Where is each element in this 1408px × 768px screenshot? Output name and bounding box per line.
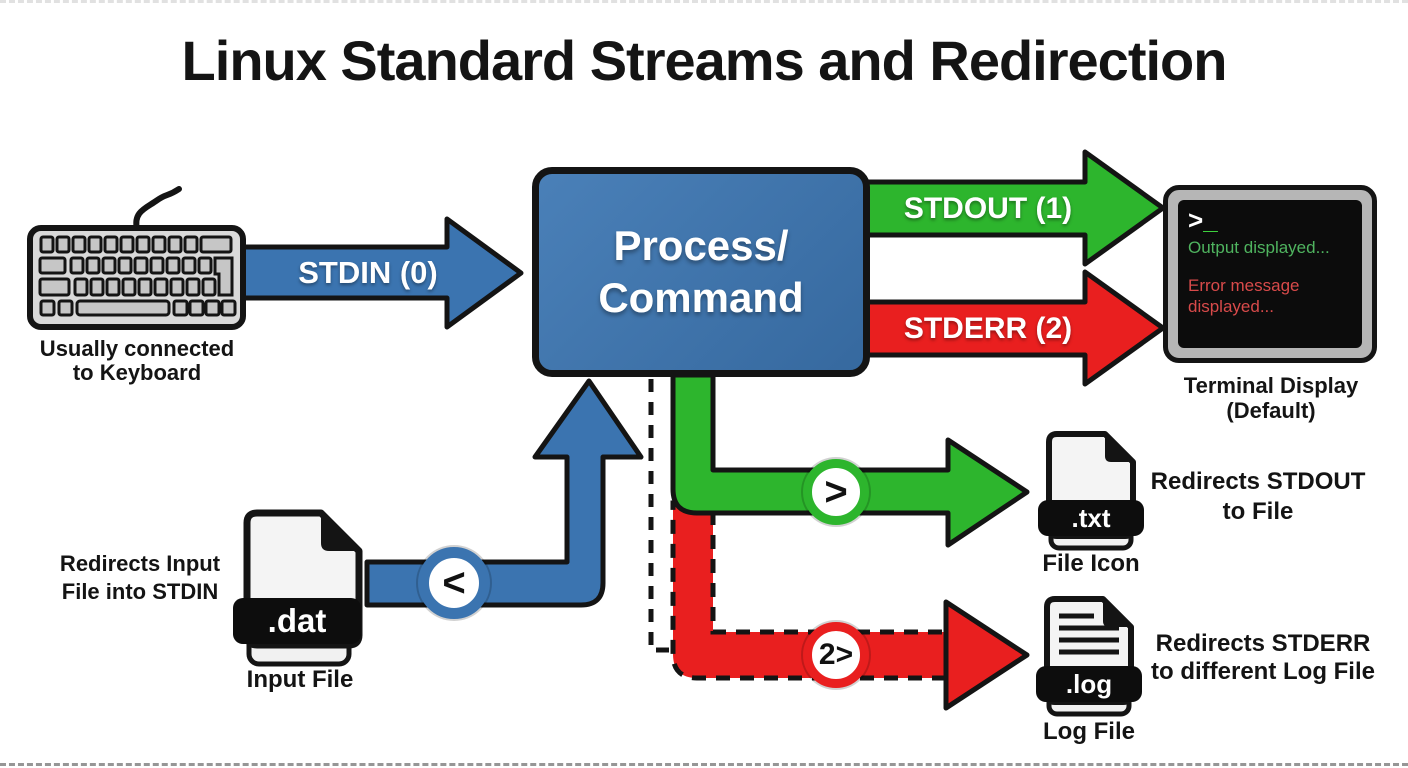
process-command-box: Process/ Command (532, 167, 870, 377)
log-file-label: Log File (1043, 718, 1135, 745)
input-file-label: Input File (246, 666, 354, 693)
terminal-output-line: Output displayed... (1188, 238, 1330, 257)
log-file-ext: .log (1065, 668, 1113, 699)
input-redirect-path (364, 378, 644, 608)
terminal-caption-line1: Terminal Display (1183, 373, 1359, 398)
stdout-redirect-operator-badge: > (803, 459, 869, 525)
stderr-redirect-arrowhead (943, 599, 1030, 711)
stdout-redirect-path (670, 372, 1030, 548)
keyboard-caption-line1: Usually connected (39, 336, 235, 361)
process-box-line1: Process/ (613, 222, 789, 269)
input-redirect-caption-line2: File into STDIN (61, 579, 219, 604)
log-file-ext-band: .log (1036, 666, 1142, 702)
txt-file-ext-band: .txt (1038, 500, 1144, 536)
terminal-prompt-row: >_ (1188, 206, 1352, 234)
txt-file-ext: .txt (1071, 502, 1111, 533)
terminal-screen: >_ Output displayed... Error message dis… (1178, 200, 1362, 348)
stdout-arrow (863, 149, 1166, 267)
dat-file-ext-band: .dat (233, 598, 361, 644)
terminal-error-line1: Error message (1188, 276, 1300, 295)
input-redirect-operator: < (442, 560, 466, 605)
stdout-redirect-operator: > (824, 469, 848, 514)
stdout-redirect-caption-line1: Redirects STDOUT (1150, 468, 1366, 495)
terminal-error-line2: displayed... (1188, 297, 1274, 316)
terminal-caption-line2: (Default) (1226, 398, 1316, 423)
stderr-redirect-operator: 2> (818, 638, 854, 671)
stderr-redirect-caption-line2: to different Log File (1151, 658, 1375, 685)
keyboard-caption-line2: to Keyboard (72, 360, 202, 385)
stderr-redirect-path (670, 500, 953, 681)
log-file-text-lines (1059, 613, 1119, 655)
stderr-redirect-operator-badge: 2> (803, 622, 869, 688)
stdout-label: STDOUT (1) (903, 192, 1073, 225)
stderr-hidden-path-dashes (648, 379, 672, 653)
bottom-edge-line (0, 763, 1408, 766)
terminal-cursor: _ (1203, 205, 1218, 235)
stdin-arrow (240, 216, 524, 330)
input-redirect-operator-badge: < (418, 547, 490, 619)
stderr-arrow (863, 269, 1166, 387)
terminal-prompt: > (1188, 205, 1204, 235)
process-box-line2: Command (598, 274, 804, 321)
keyboard-cable (133, 186, 182, 232)
txt-file-label: File Icon (1042, 550, 1140, 577)
stderr-label: STDERR (2) (903, 312, 1073, 345)
dat-file-ext: .dat (267, 602, 327, 639)
stdout-redirect-caption-line2: to File (1222, 498, 1294, 525)
top-edge-line (0, 0, 1408, 3)
stdin-label: STDIN (0) (298, 255, 438, 290)
input-redirect-caption-line1: Redirects Input (59, 551, 221, 576)
page-title: Linux Standard Streams and Redirection (181, 29, 1228, 92)
keyboard-icon (27, 186, 246, 330)
stderr-redirect-caption-line1: Redirects STDERR (1155, 630, 1371, 657)
terminal-display-icon: >_ Output displayed... Error message dis… (1163, 185, 1377, 363)
